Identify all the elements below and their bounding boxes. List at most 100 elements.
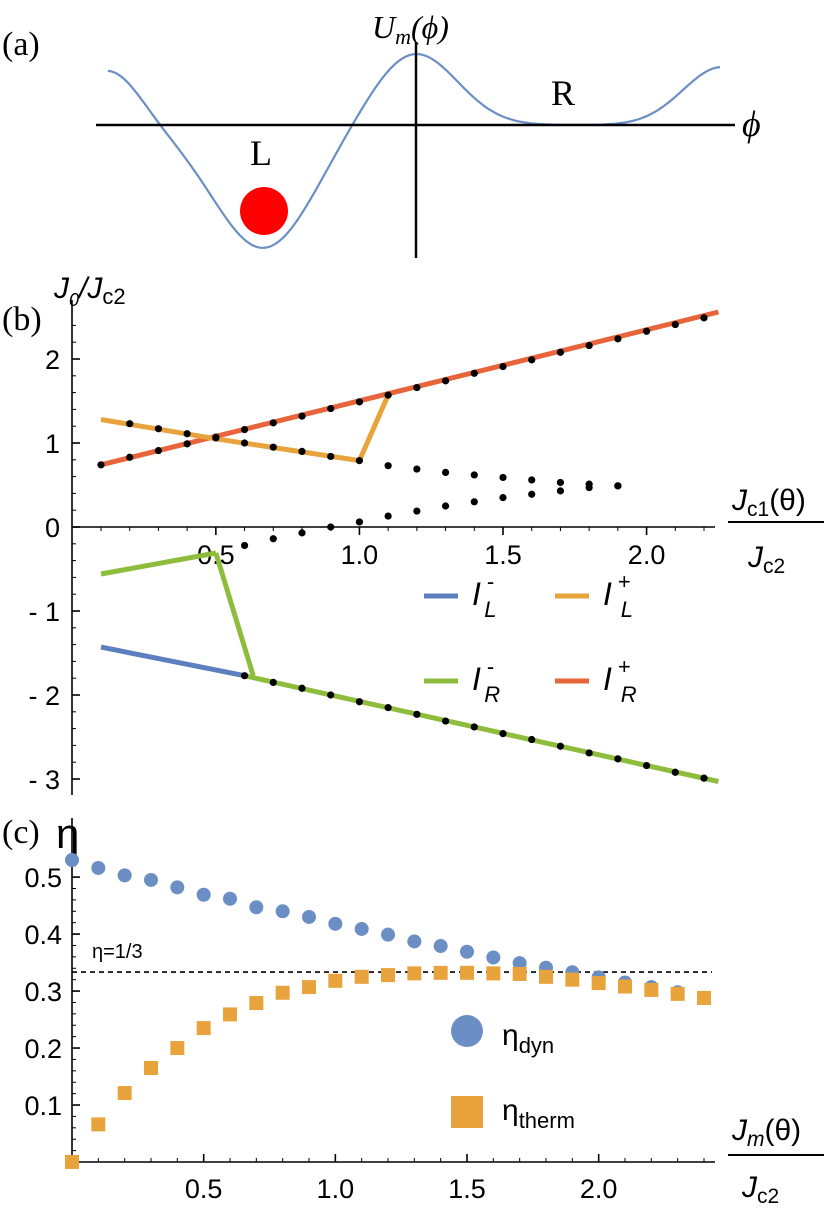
eta-therm-point (144, 1060, 158, 1075)
b-dot (355, 457, 364, 465)
eta-therm-point (328, 973, 343, 988)
b-dot (269, 419, 277, 427)
b-dot (528, 476, 536, 484)
panel-a: (a) Um(ϕ) ϕ L R (2, 9, 761, 258)
eta-therm-point (381, 968, 395, 983)
b-xtick-label: 1.0 (341, 540, 379, 570)
b-dot (585, 341, 593, 350)
eta-therm-point (512, 966, 527, 981)
b-dot (614, 755, 622, 763)
c-xlabel: Jm(θ) Jc2 (728, 1114, 824, 1208)
b-dot (183, 430, 191, 438)
eta-dyn-point (407, 934, 422, 949)
b-dot (298, 447, 306, 455)
c-xtick-label: 2.0 (580, 1174, 618, 1204)
b-dot (240, 439, 249, 447)
eta-therm-point (223, 1007, 237, 1022)
b-dot (499, 362, 507, 371)
eta-dyn-point (381, 927, 395, 942)
b-dot (298, 684, 306, 692)
c-xtick-label: 0.5 (185, 1174, 223, 1204)
b-dot (441, 717, 450, 725)
phi-axis-label: ϕ (742, 104, 761, 144)
legend-marker-eta-therm (451, 1096, 483, 1128)
b-ytick-label: - 1 (28, 597, 60, 627)
series-I-R-plus (100, 309, 720, 468)
eta-therm-point (486, 966, 501, 981)
b-dot (126, 420, 134, 428)
b-dot (470, 498, 478, 506)
b-ytick-label: - 3 (28, 765, 60, 795)
b-dot (355, 518, 364, 526)
b-dot (327, 523, 335, 531)
c-hline-label: η=1/3 (92, 941, 143, 963)
b-dot (240, 541, 249, 550)
b-dot (327, 404, 335, 413)
legend-label-eta-therm: ηtherm (502, 1094, 575, 1133)
c-ytick-label: 0.2 (24, 1034, 62, 1064)
eta-therm-point (433, 965, 448, 980)
series-I-R-minus (213, 552, 256, 677)
b-dot (269, 443, 277, 451)
b-dot (240, 672, 249, 680)
c-ylabel: η (56, 810, 79, 857)
eta-therm-point (170, 1041, 185, 1056)
b-dot (470, 369, 478, 377)
eta-therm-point (460, 965, 474, 980)
eta-therm-point (302, 980, 316, 995)
b-dot (154, 446, 163, 455)
b-dot (384, 391, 392, 399)
legend-marker-eta-dyn (451, 1015, 483, 1047)
eta-therm-point (697, 990, 711, 1005)
b-dot (499, 473, 507, 482)
b-dot (97, 461, 105, 469)
b-dot (642, 761, 651, 770)
eta-dyn-point (249, 900, 264, 915)
b-dot (470, 723, 478, 731)
eta-dyn-point (275, 904, 290, 919)
eta-dyn-point (196, 887, 211, 902)
c-ytick-label: 0.1 (24, 1091, 62, 1121)
b-dot (183, 440, 191, 448)
eta-therm-point (354, 969, 369, 984)
b-dot (298, 529, 306, 537)
well-label-R: R (551, 73, 575, 113)
eta-dyn-point (328, 916, 343, 931)
eta-therm-point (407, 966, 422, 981)
series-I-L-minus (100, 644, 246, 679)
b-dot (556, 742, 565, 750)
b-xlabel: Jc1(θ) Jc2 (728, 484, 824, 578)
b-dot (585, 483, 593, 492)
eta-therm-point (275, 985, 290, 1000)
eta-dyn-point (433, 939, 448, 954)
eta-dyn-point (460, 944, 474, 959)
b-dot (556, 348, 565, 356)
b-dot (642, 327, 651, 335)
eta-dyn-point (170, 880, 185, 895)
b-dot (212, 434, 220, 442)
b-dots (97, 314, 708, 782)
legend-label-eta-dyn: ηdyn (502, 1019, 554, 1058)
legend-label-I_L_minus: I-L (472, 569, 496, 622)
eta-dyn-point (302, 909, 316, 924)
b-dot (240, 425, 249, 434)
b-dot (154, 425, 163, 433)
b-dot (298, 412, 306, 420)
c-ytick-label: 0.3 (24, 977, 62, 1007)
eta-dyn-point (65, 853, 79, 867)
eta-therm-point (618, 979, 632, 994)
panel-b-label: (b) (2, 301, 42, 338)
b-ytick-label: 2 (45, 345, 60, 375)
eta-therm-point (249, 996, 264, 1011)
eta-dyn-point (223, 891, 237, 906)
b-dot (700, 774, 708, 782)
b-dot (269, 535, 277, 543)
b-dot (384, 462, 392, 470)
series-I-R-minus (100, 550, 217, 577)
b-dot (470, 471, 478, 479)
c-xlabel-den: Jc2 (741, 1171, 779, 1208)
